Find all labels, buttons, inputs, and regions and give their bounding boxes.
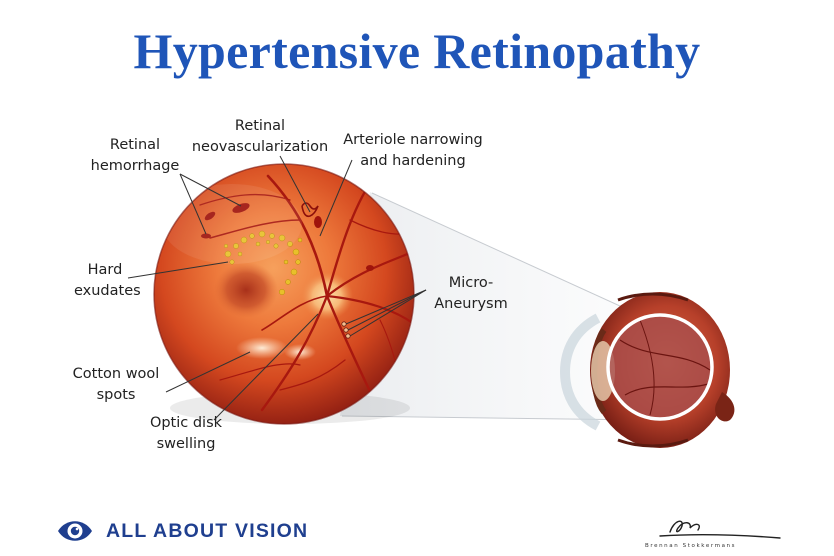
eye-cross-section	[559, 292, 735, 448]
leader-lines	[127, 155, 427, 421]
brand-name: ALL ABOUT VISION	[106, 519, 309, 542]
retina-fundus	[153, 163, 415, 425]
label-hard-exudates: Hard exudates	[74, 262, 141, 299]
artist-signature	[659, 520, 781, 539]
eye-logo-icon	[58, 521, 92, 541]
page-title: Hypertensive Retinopathy	[133, 23, 701, 79]
label-cotton-wool-spots: Cotton wool spots	[72, 366, 160, 403]
neovascularization	[301, 202, 319, 218]
label-retinal-neovascularization: Retinal neovascularization	[191, 118, 329, 155]
cotton-wool-spot	[236, 337, 288, 359]
optic-nerve	[715, 392, 735, 422]
signature-name: Brennan Stokkermans	[645, 543, 737, 549]
label-micro-aneurysm: Micro- Aneurysm	[434, 275, 508, 312]
label-arteriole-narrowing: Arteriole narrowing and hardening	[343, 132, 483, 169]
hard-exudates	[223, 230, 303, 296]
macula	[214, 262, 278, 318]
brand-logo[interactable]: ALL ABOUT VISION	[56, 516, 308, 546]
label-retinal-hemorrhage: Retinal hemorrhage	[90, 137, 180, 174]
label-optic-disk-swelling: Optic disk swelling	[149, 415, 223, 452]
retinal-hemorrhages	[201, 203, 374, 271]
magnified-area-circle	[606, 313, 714, 421]
